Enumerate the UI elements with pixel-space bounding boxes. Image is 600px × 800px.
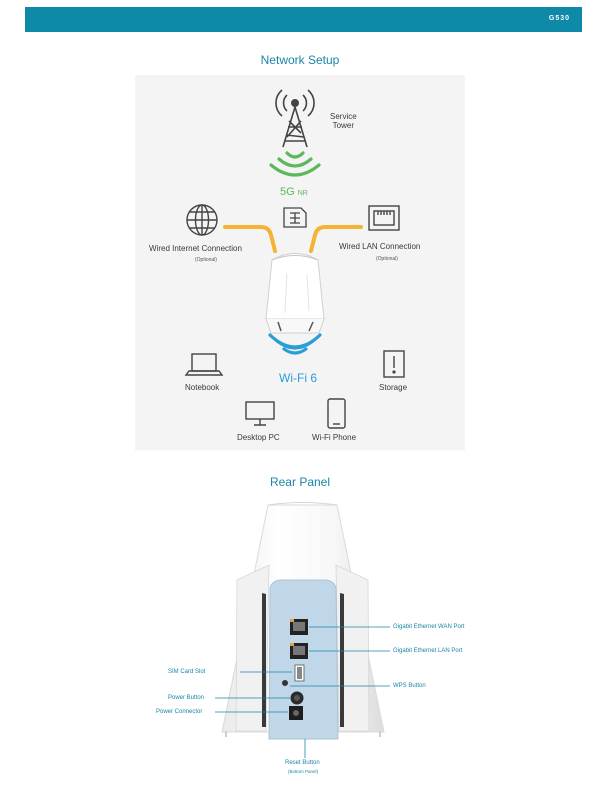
lan-port-label: Gigabit Ethernet LAN Port: [393, 648, 463, 654]
fiveg-text: 5G: [280, 186, 295, 198]
power-connector-icon: [289, 706, 303, 720]
power-connector-label: Power Connector: [156, 709, 203, 715]
wired-internet-label: Wired Internet Connection: [149, 244, 242, 253]
reset-button-label: Reset Button: [285, 760, 320, 766]
wan-port-icon: [290, 619, 308, 635]
fiveg-signal-icon: [269, 151, 321, 177]
wifi-signal-icon: [268, 333, 322, 355]
network-diagram: Service Tower 5G NR Wired Internet Conne…: [135, 75, 465, 450]
model-label: G530: [548, 15, 570, 22]
ethernet-port-icon: [368, 205, 400, 231]
reset-button-note: (Bottom Panel): [288, 769, 319, 774]
wired-lan-note: (Optional): [376, 256, 398, 262]
lan-port-icon: [290, 643, 308, 659]
router-icon: [265, 253, 325, 334]
header-bar: G530: [25, 7, 582, 32]
tower-icon: [275, 89, 315, 148]
network-diagram-graphics: [184, 89, 405, 429]
rear-panel-graphics: [215, 502, 390, 758]
network-setup-title: Network Setup: [260, 53, 340, 67]
callout-lines: [215, 626, 390, 758]
rear-panel: Gigabit Ethernet WAN Port Gigabit Ethern…: [0, 495, 600, 800]
router-rear-body: [221, 502, 385, 740]
wired-internet-note: (Optional): [195, 257, 217, 263]
notebook-label: Notebook: [185, 383, 220, 392]
sim-slot-label: SIM Card Slot: [168, 669, 206, 675]
service-tower-line-1: Service: [330, 112, 357, 121]
fiveg-suffix: NR: [297, 190, 308, 197]
wps-button-icon: [282, 680, 288, 686]
service-tower-line-2: Tower: [332, 121, 355, 130]
service-tower-label: Service Tower: [330, 112, 357, 130]
sim-card-icon: [283, 207, 307, 228]
storage-label: Storage: [379, 383, 408, 392]
power-button-icon: [290, 691, 304, 705]
phone-icon: [327, 398, 346, 429]
wps-button-label: WPS Button: [393, 683, 426, 689]
cable-lines: [223, 225, 363, 253]
desktop-pc-label: Desktop PC: [237, 433, 280, 442]
storage-icon: [383, 350, 405, 378]
rear-panel-title: Rear Panel: [269, 475, 331, 489]
wifi-phone-label: Wi-Fi Phone: [312, 433, 357, 442]
fiveg-label: 5G NR: [280, 186, 308, 198]
notebook-icon: [184, 353, 224, 376]
globe-icon: [186, 204, 218, 236]
wifi-label: Wi-Fi 6: [279, 371, 317, 385]
wired-lan-label: Wired LAN Connection: [339, 242, 421, 251]
wan-port-label: Gigabit Ethernet WAN Port: [393, 624, 465, 630]
sim-slot-icon: [294, 664, 305, 682]
power-button-label: Power Button: [168, 695, 205, 701]
desktop-pc-icon: [245, 401, 275, 426]
